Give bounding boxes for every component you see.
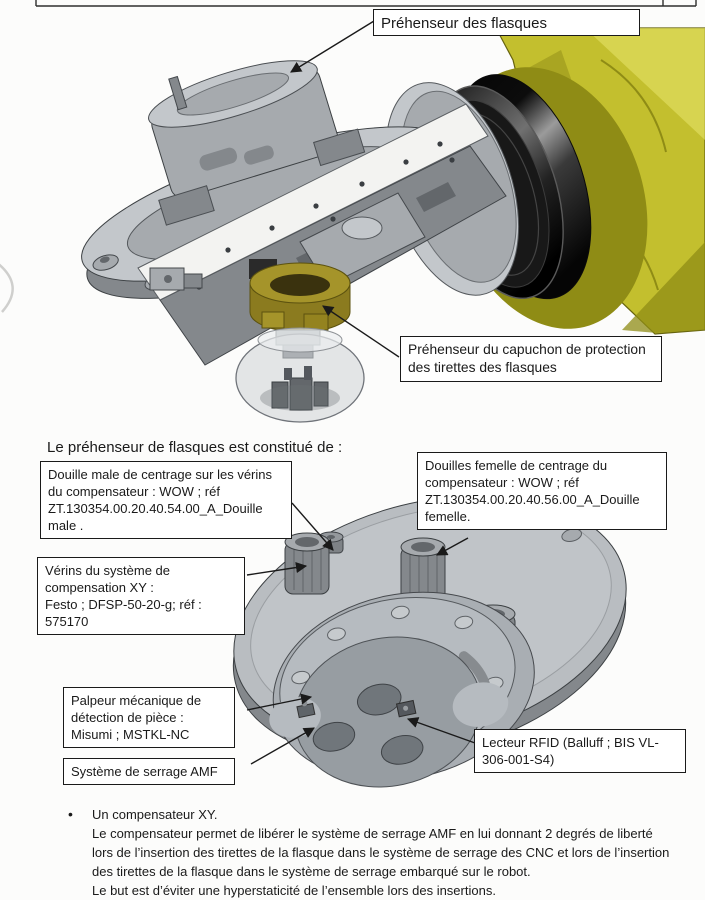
sensor-bracket [149,267,203,291]
callout-prehenseur-capuchon: Préhenseur du capuchon de protection des… [400,336,662,382]
leader-arrow-amf [250,727,315,765]
gripper-top-drum [148,60,340,199]
compensator-note: Un compensateur XY. Le compensateur perm… [92,807,670,898]
leader-arrow-cap-label [322,305,400,358]
amf-clamp-plate [269,636,509,788]
callout-verins: Vérins du système de compensation XY : F… [37,557,245,635]
drum-pin [168,75,188,111]
figure-top-gripper-overview [0,0,705,423]
flange-bolt [92,254,119,271]
cap-gripper-stack [235,192,426,423]
leader-arrow-rfid [406,717,476,744]
scan-artifact-arc [0,263,14,313]
protection-dome [235,327,365,423]
callout-douille-femelle: Douilles femelle de centrage du compensa… [417,452,667,530]
leader-arrow-verins [246,561,308,576]
rfid-reader-component [395,699,417,718]
clamp-plate-holes [312,683,424,765]
leader-arrow-douille-femelle [436,537,469,556]
verin-cylinder-femelle [400,537,446,602]
leader-arrow-gripper-label [290,20,375,73]
verin-cylinder [284,532,330,595]
callout-douille-male: Douille male de centrage sur les vérins … [40,461,292,539]
bullet-marker: • [68,806,73,822]
leader-arrow-palpeur [246,693,313,711]
callout-serrage-amf: Système de serrage AMF [63,758,235,785]
table-border-remnant [35,0,697,7]
intro-text: Le préhenseur de flasques est constitué … [47,439,343,456]
figure-bottom-compensator [232,495,627,788]
callout-rfid: Lecteur RFID (Balluff ; BIS VL- 306-001-… [474,729,686,773]
callout-palpeur: Palpeur mécanique de détection de pièce … [63,687,235,748]
leader-arrow-douille-male [291,502,334,551]
cap-gripper-gold [249,262,351,333]
callout-prehenseur-flasques: Préhenseur des flasques [373,9,640,36]
